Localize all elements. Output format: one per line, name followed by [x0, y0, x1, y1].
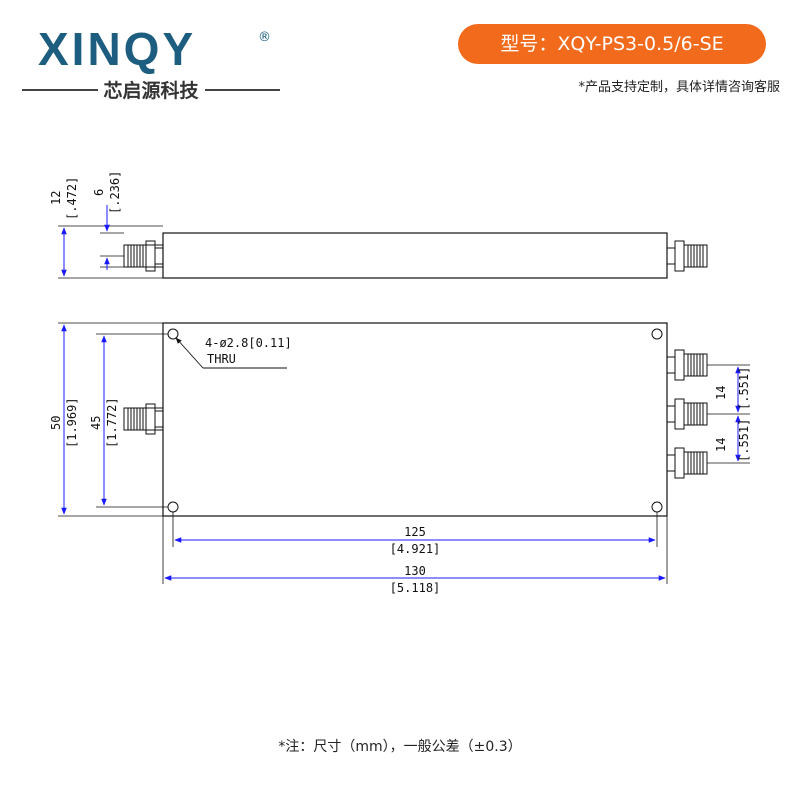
top-body: [162, 322, 668, 517]
brand-logo: XINQY: [38, 23, 197, 75]
top-height-dim-inch: [1.969]: [65, 397, 79, 448]
side-height-dim-inch: [.472]: [65, 177, 79, 220]
bottom-extension-lines: [162, 512, 668, 584]
hole-width-dim-inch: [4.921]: [390, 542, 441, 556]
mounting-hole: [167, 501, 179, 513]
width-dim-inch: [5.118]: [390, 581, 441, 595]
mounting-hole: [167, 328, 179, 340]
hole-callout-line1: 4-ø2.8[0.11]: [205, 336, 292, 350]
top-view: 4-ø2.8[0.11] THRU 50 [1.969] 45 [1.772] …: [49, 322, 751, 595]
hole-span-dim: 45: [89, 416, 103, 430]
registered-mark: ®: [258, 30, 271, 45]
side-left-connector: [123, 240, 164, 272]
port-pitch-1-dim-inch: [.551]: [737, 367, 751, 410]
top-left-extension-lines: [58, 322, 168, 517]
connector-dim: 6: [92, 189, 106, 196]
side-view: 12 [.472] 6 [.236]: [49, 171, 708, 279]
port-pitch-2-dim: 14: [714, 438, 728, 452]
hole-callout-leader: [175, 337, 204, 369]
hole-span-dim-inch: [1.772]: [105, 397, 119, 448]
side-body: [162, 232, 668, 279]
mounting-hole: [651, 328, 663, 340]
custom-note: *产品支持定制，具体详情咨询客服: [578, 80, 780, 95]
output-connector-2: [666, 398, 708, 430]
input-connector: [123, 403, 164, 435]
port-pitch-2-dim-inch: [.551]: [737, 419, 751, 462]
company-name-row: 芯启源科技: [22, 76, 281, 103]
hole-width-dim: 125: [404, 525, 426, 539]
connector-dim-inch: [.236]: [108, 171, 122, 214]
output-connector-3: [666, 447, 708, 479]
top-height-dim: 50: [49, 416, 63, 430]
output-connector-1: [666, 349, 708, 381]
right-rule: [204, 88, 281, 91]
tolerance-note: *注：尺寸（mm），一般公差（±0.3）: [278, 739, 522, 755]
width-dim: 130: [404, 564, 426, 578]
side-height-dim: 12: [49, 191, 63, 205]
port-extension-lines: [707, 364, 750, 464]
side-extension-lines: [58, 225, 163, 279]
hole-callout-line2: THRU: [207, 352, 236, 366]
left-rule: [22, 88, 98, 91]
port-pitch-1-dim: 14: [714, 386, 728, 400]
model-badge: 型号：XQY-PS3-0.5/6-SE: [458, 24, 766, 64]
mounting-hole: [651, 501, 663, 513]
company-name: 芯启源科技: [103, 80, 199, 102]
mounting-holes: [167, 328, 663, 513]
side-right-connector: [666, 240, 708, 272]
